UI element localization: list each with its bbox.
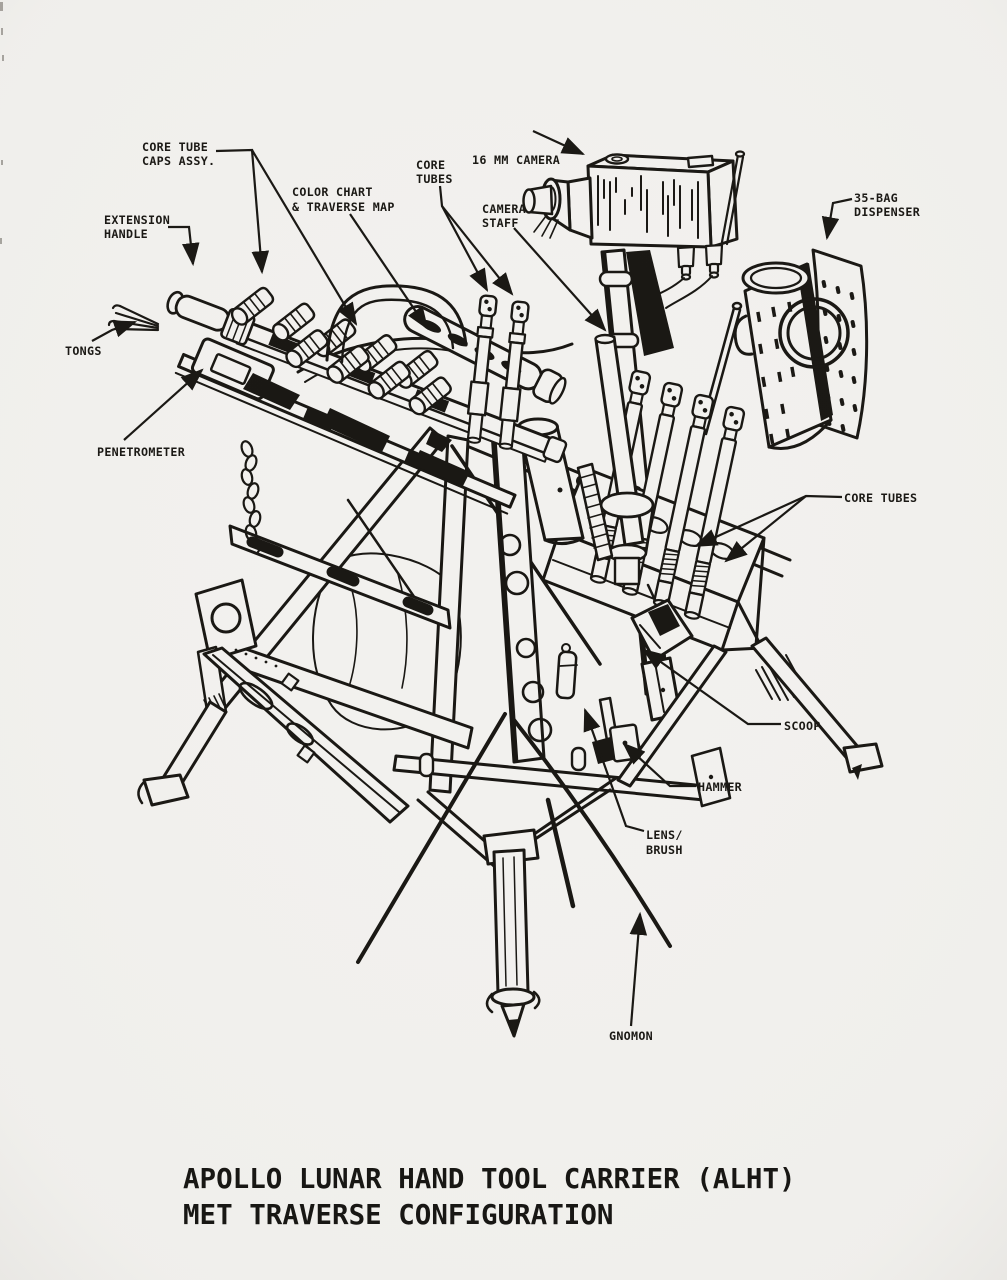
callout-extension-handle-line1: EXTENSION (104, 213, 170, 227)
callout-camera-staff-line2: STAFF (482, 216, 519, 230)
figure-title-line1: APOLLO LUNAR HAND TOOL CARRIER (ALHT) (183, 1163, 796, 1195)
callout-lens-brush-line1: LENS/ (646, 828, 683, 842)
callout-bag-dispenser-line1: 35-BAG (854, 191, 898, 205)
funnel-holder (599, 491, 655, 519)
callout-color-chart-line2: & TRAVERSE MAP (292, 200, 395, 214)
callout-penetrometer: PENETROMETER (97, 445, 186, 459)
callout-bag-dispenser-line2: DISPENSER (854, 205, 921, 219)
callout-core-tubes-upper-line2: TUBES (416, 172, 453, 186)
callout-color-chart-line1: COLOR CHART (292, 185, 373, 199)
callout-camera-staff-line1: CAMERA (482, 202, 526, 216)
callout-extension-handle-line2: HANDLE (104, 227, 148, 241)
callout-core-tube-caps-line2: CAPS ASSY. (142, 154, 215, 168)
callout-scoop: SCOOP (784, 719, 821, 733)
callout-tongs: TONGS (65, 344, 102, 358)
figure-title-line2: MET TRAVERSE CONFIGURATION (183, 1199, 613, 1231)
callout-lens-brush-line2: BRUSH (646, 843, 683, 857)
callout-core-tubes-upper-line1: CORE (416, 158, 445, 172)
callout-camera-16mm: 16 MM CAMERA (472, 153, 560, 167)
callout-gnomon: GNOMON (609, 1029, 653, 1043)
callout-core-tube-caps-line1: CORE TUBE (142, 140, 208, 154)
callout-hammer: HAMMER (698, 780, 743, 794)
callout-core-tubes-right: CORE TUBES (844, 491, 917, 505)
